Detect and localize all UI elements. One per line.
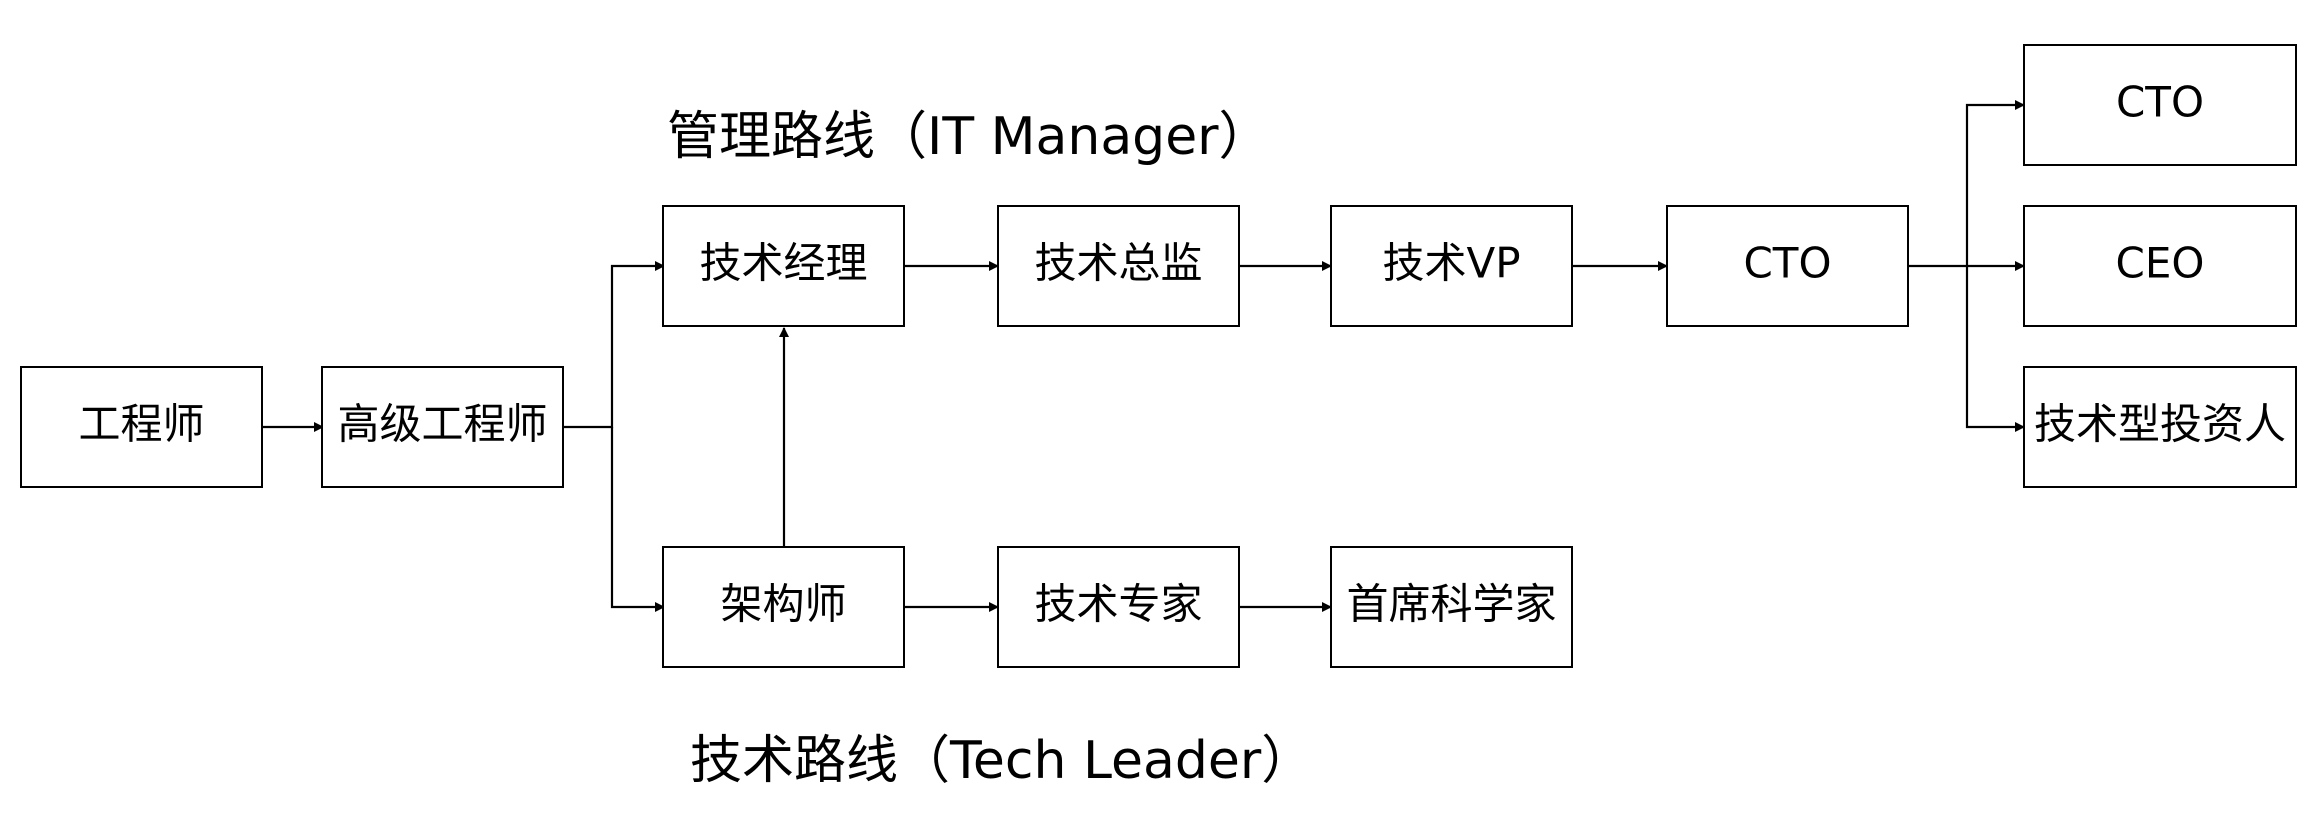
node-tech-vp: 技术VP <box>1330 205 1573 327</box>
svg-text:高级工程师: 高级工程师 <box>337 400 547 449</box>
node-senior-engineer: 高级工程师 <box>321 366 564 488</box>
node-tech-investor: 技术型投资人 <box>2023 366 2297 488</box>
svg-text:技术专家: 技术专家 <box>1034 580 1202 629</box>
svg-text:架构师: 架构师 <box>720 580 846 629</box>
node-tech-director: 技术总监 <box>997 205 1240 327</box>
svg-text:工程师: 工程师 <box>78 400 204 449</box>
node-cto-management: CTO <box>1666 205 1909 327</box>
svg-text:技术VP: 技术VP <box>1382 239 1520 288</box>
svg-text:技术经理: 技术经理 <box>699 239 867 288</box>
svg-text:CTO: CTO <box>1743 239 1831 288</box>
edge-senior-engineer-to-tech-manager <box>563 261 665 429</box>
edge-cto-to-tech-investor <box>1965 266 2025 432</box>
svg-text:首席科学家: 首席科学家 <box>1346 580 1556 629</box>
svg-text:CTO: CTO <box>2116 78 2204 127</box>
node-engineer: 工程师 <box>20 366 263 488</box>
node-chief-scientist: 首席科学家 <box>1330 546 1573 668</box>
node-architect: 架构师 <box>662 546 905 668</box>
svg-text:技术型投资人: 技术型投资人 <box>2034 400 2286 449</box>
svg-text:技术总监: 技术总监 <box>1034 239 1202 288</box>
technical-track-label: 技术路线（Tech Leader） <box>690 731 1313 791</box>
node-ceo: CEO <box>2023 205 2297 327</box>
svg-text:CEO: CEO <box>2116 239 2205 288</box>
management-track-label: 管理路线（IT Manager） <box>667 107 1271 167</box>
edge-cto-to-cto-final <box>1965 100 2025 266</box>
edge-senior-engineer-to-architect <box>610 427 665 612</box>
node-cto-final: CTO <box>2023 44 2297 166</box>
node-tech-manager: 技术经理 <box>662 205 905 327</box>
edges <box>262 100 2025 612</box>
node-tech-expert: 技术专家 <box>997 546 1240 668</box>
